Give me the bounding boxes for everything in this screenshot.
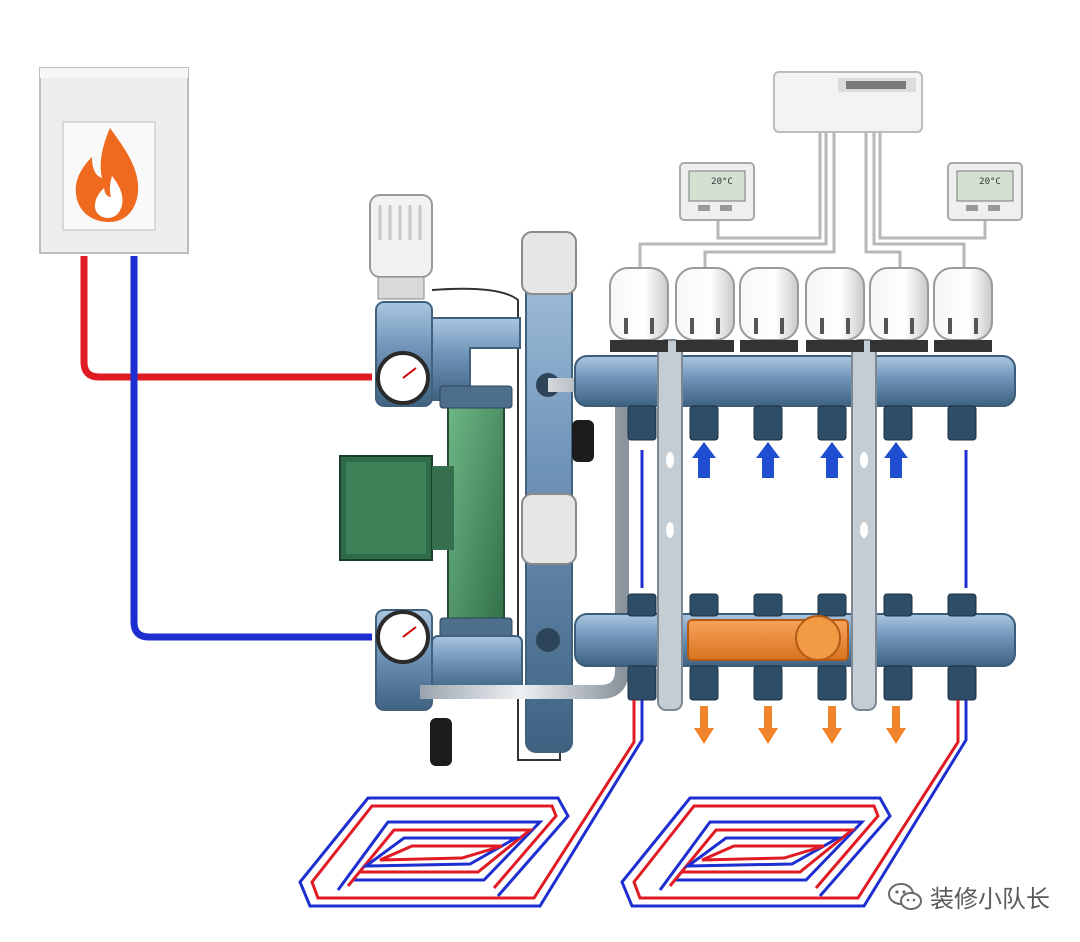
actuator xyxy=(675,267,735,352)
actuator xyxy=(609,267,669,352)
floor-loop-right xyxy=(620,700,968,908)
supply-outlet-fittings xyxy=(627,405,977,441)
return-inlet-fittings-top xyxy=(627,593,977,617)
supply-flow-arrows xyxy=(694,706,906,744)
drain-valve-low xyxy=(430,718,452,766)
actuator xyxy=(933,267,993,352)
supply-manifold xyxy=(574,355,1016,407)
room-thermostat-right: 20°C xyxy=(947,162,1023,221)
thermostat-display: 20°C xyxy=(979,177,1001,187)
pressure-gauge-top xyxy=(376,351,430,405)
floor-loop-left xyxy=(298,700,644,908)
capillary-wire xyxy=(431,287,561,761)
supply-line-boiler xyxy=(80,256,372,381)
actuator xyxy=(805,267,865,352)
watermark: 装修小队长 xyxy=(888,879,1050,914)
thermostatic-head xyxy=(369,194,433,300)
return-outlet-fittings xyxy=(627,665,977,701)
return-line-boiler xyxy=(130,256,372,641)
bypass-column xyxy=(521,231,577,753)
manifold-bracket-right xyxy=(851,339,877,711)
manifold-bracket-left xyxy=(657,339,683,711)
boiler xyxy=(39,67,189,254)
actuator xyxy=(739,267,799,352)
control-unit xyxy=(773,71,923,133)
watermark-text: 装修小队长 xyxy=(930,885,1050,913)
actuators xyxy=(609,267,993,352)
thermostat-display: 20°C xyxy=(711,177,733,187)
pump-body xyxy=(339,301,523,711)
pressure-gauge-bottom xyxy=(376,610,430,664)
mixing-valve xyxy=(687,615,849,661)
flame-icon xyxy=(75,128,139,222)
actuator xyxy=(869,267,929,352)
thermostat-wiring xyxy=(638,132,987,268)
return-flow-arrows xyxy=(692,442,908,478)
room-thermostat-left: 20°C xyxy=(679,162,755,221)
drain-valve-mid xyxy=(572,420,594,462)
wechat-icon xyxy=(888,882,922,910)
